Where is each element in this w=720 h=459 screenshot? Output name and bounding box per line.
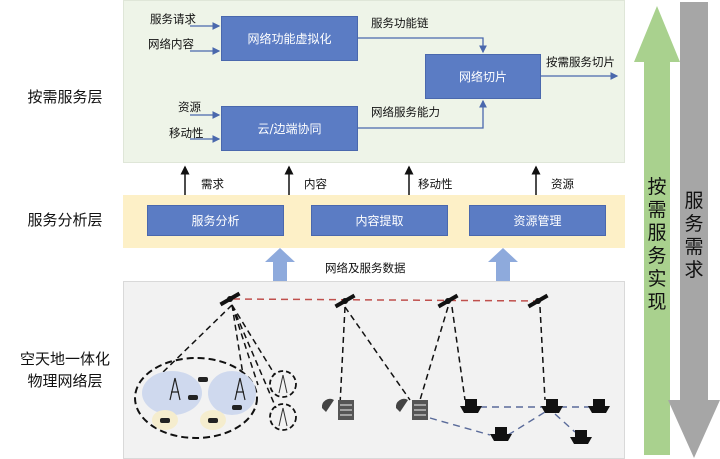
data-arrow-left [265,248,295,281]
satellite-icon [437,293,459,309]
base-station-cell [269,370,297,398]
realization-arrow [634,6,680,455]
arrow-service-chain [358,37,487,54]
service-analysis-box: 服务分析 [147,205,284,236]
mobility-label: 移动性 [418,177,453,191]
ship-icon [541,399,563,413]
ship-icon [570,430,592,444]
vehicle-icons [160,377,242,423]
ship-icon [490,427,512,441]
ground-station-icon [321,398,354,420]
demand-arrow [668,2,720,458]
physical-layer-panel [123,281,625,459]
input-network-content: 网络内容 [148,37,194,51]
resource-management-box: 资源管理 [469,205,606,236]
input-service-request: 服务请求 [150,12,196,26]
output-slice-label: 按需服务切片 [546,55,615,69]
ship-icon [588,399,610,413]
cell-area-right [208,371,256,415]
content-label: 内容 [304,177,327,191]
ground-station-icon [395,398,428,420]
ground-cell-cluster [134,357,258,439]
inter-satellite-link [232,298,541,302]
physical-layer-label-line1: 空天地一体化 [19,350,110,368]
input-mobility: 移动性 [169,126,204,140]
satellite-icon [527,293,549,309]
network-service-data-label: 网络及服务数据 [325,261,406,275]
service-capability-label: 网络服务能力 [371,105,440,119]
network-slicing-box: 网络切片 [425,54,541,99]
base-station-cell [269,403,297,431]
ship-icon [460,399,482,413]
content-extraction-box: 内容提取 [311,205,448,236]
realization-arrow-label: 按需服务实现 [647,176,667,313]
resource-label: 资源 [551,177,574,191]
base-station-icon [278,374,288,427]
demand-label: 需求 [201,177,224,191]
arrow-service-capability [358,99,487,129]
data-arrow-right [488,248,518,281]
on-demand-layer-panel [123,0,625,163]
satellite-icon [219,291,241,307]
analysis-layer-label: 服务分析层 [27,211,103,229]
demand-arrow-label: 服务需求 [684,190,704,281]
physical-layer-label-line2: 物理网络层 [27,372,103,390]
satellite-icon [334,293,356,309]
cloud-edge-box: 云/边端协同 [221,106,358,151]
physical-layer-label: 空天地一体化 物理网络层 [6,348,124,392]
on-demand-layer-label: 按需服务层 [27,88,103,106]
nfv-box: 网络功能虚拟化 [221,16,358,61]
cell-tower-icon [169,377,246,401]
maritime-links [429,406,590,436]
input-resource: 资源 [178,100,201,114]
service-chain-label: 服务功能链 [371,16,429,30]
